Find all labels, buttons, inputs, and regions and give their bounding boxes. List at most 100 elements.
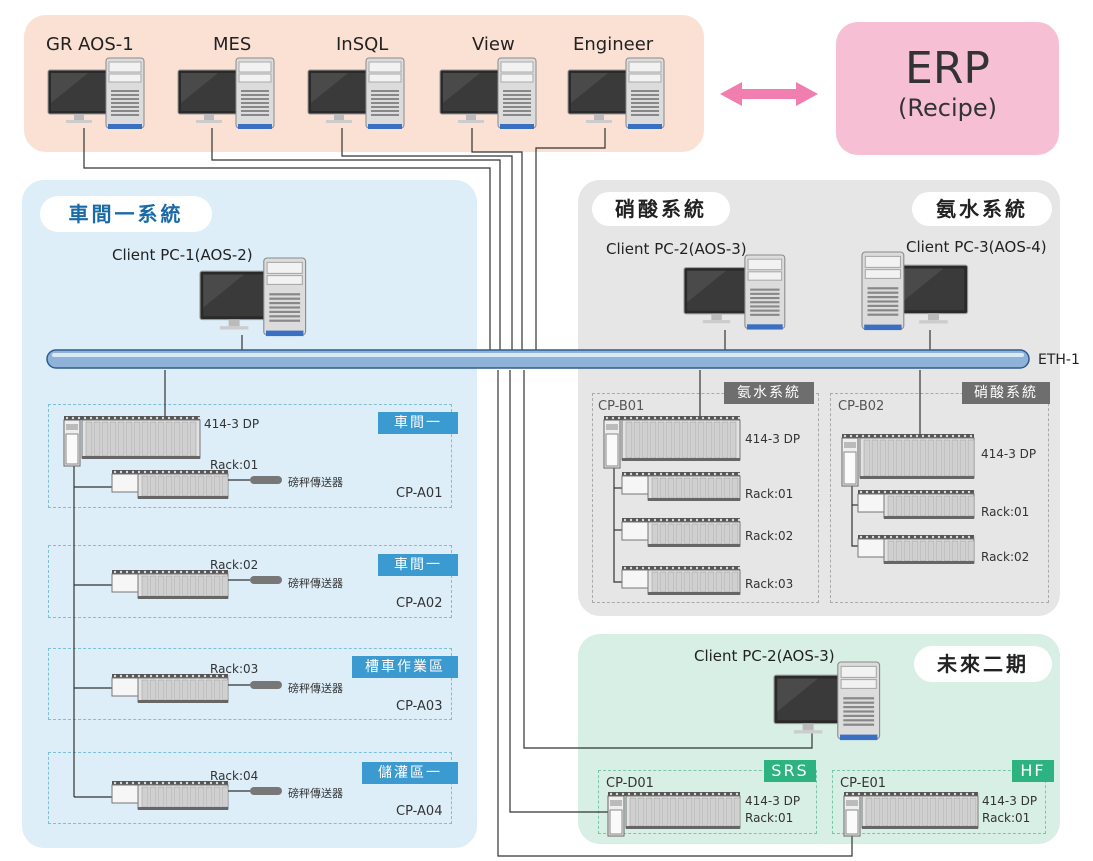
plc-rack-b01-2 xyxy=(621,518,741,547)
plc-rack-b02-1 xyxy=(857,490,977,519)
computer-label-mes: MES xyxy=(213,34,252,55)
plc-rack-b02-2 xyxy=(857,535,977,564)
wire-to-future-client xyxy=(523,370,813,749)
plc-rack-a01 xyxy=(111,470,231,499)
plc-cp-e01-main xyxy=(843,792,981,837)
computer-label-view: View xyxy=(472,34,515,55)
computer-label-engineer: Engineer xyxy=(573,34,654,55)
scale-transmitter-a04 xyxy=(250,787,282,795)
panel-cp-b01 xyxy=(592,393,819,603)
wire-gr-aos1 xyxy=(83,128,491,350)
future-client-label: Client PC-2(AOS-3) xyxy=(694,647,835,665)
rack-a02-label: Rack:02 xyxy=(210,558,259,572)
erp-subtitle: (Recipe) xyxy=(898,94,997,122)
rack-e01-label: Rack:01 xyxy=(982,811,1031,825)
rack-b01-3: Rack:03 xyxy=(745,577,794,591)
cp-d01-label: CP-D01 xyxy=(606,776,654,791)
computer-future-client xyxy=(773,661,881,741)
sensor-a03-label: 磅秤傳送器 xyxy=(288,682,343,695)
rack-d01-label: Rack:01 xyxy=(745,811,794,825)
computer-client-pc3 xyxy=(861,251,969,331)
cp-a04-label: CP-A04 xyxy=(396,804,443,819)
computer-insql xyxy=(307,57,405,129)
tag-a03: 槽車作業區 xyxy=(352,656,458,678)
dp-b01-label: 414-3 DP xyxy=(745,432,801,446)
cp-e01-label: CP-E01 xyxy=(840,776,887,791)
plc-cp-b02-main xyxy=(841,434,975,487)
tag-a04: 儲灌區一 xyxy=(362,762,458,784)
computer-label-gr-aos1: GR AOS-1 xyxy=(46,34,134,55)
rack-b01-1: Rack:01 xyxy=(745,487,794,501)
wire-view xyxy=(471,128,523,350)
wire-mes xyxy=(211,128,501,350)
plc-cp-a01-main xyxy=(63,416,201,467)
plc-rack-b01-3 xyxy=(621,566,741,595)
tag-a02: 車間一 xyxy=(378,554,458,576)
tag-b01: 氨水系統 xyxy=(724,382,814,404)
cp-a03-label: CP-A03 xyxy=(396,699,443,714)
plc-rack-a03 xyxy=(111,674,231,703)
panel-cp-a02 xyxy=(48,545,452,618)
computer-label-insql: InSQL xyxy=(336,34,389,55)
panel-cp-a03 xyxy=(48,648,452,720)
cp-b01-label: CP-B01 xyxy=(598,399,645,414)
plc-rack-a02 xyxy=(111,570,231,599)
panel-cp-e01 xyxy=(832,770,1046,834)
plc-rack-a04 xyxy=(111,781,231,810)
tag-d01: SRS xyxy=(764,760,816,782)
wire-to-cp-d01 xyxy=(509,370,613,813)
plc-cp-d01-main xyxy=(607,792,741,837)
eth-label: ETH-1 xyxy=(1038,352,1080,368)
wire-engineer xyxy=(535,128,606,350)
erp-title: ERP xyxy=(905,43,990,94)
erp-double-arrow xyxy=(720,82,818,106)
dp-d01-label: 414-3 DP xyxy=(745,794,801,808)
computer-client-pc2 xyxy=(683,254,786,330)
rack-b02-2: Rack:02 xyxy=(981,550,1030,564)
computer-mes xyxy=(177,57,275,129)
future-system-title: 未來二期 xyxy=(914,646,1052,682)
scale-transmitter-a03 xyxy=(250,681,282,689)
panel-cp-b02 xyxy=(830,393,1049,603)
tag-a01: 車間一 xyxy=(378,412,458,434)
plc-cp-b01-main xyxy=(603,416,741,469)
dp-e01-label: 414-3 DP xyxy=(982,794,1038,808)
computer-engineer xyxy=(567,57,665,129)
computer-view xyxy=(439,57,537,129)
rack-a04-label: Rack:04 xyxy=(210,769,259,783)
panel-cp-d01 xyxy=(598,770,817,834)
erp-zone xyxy=(836,22,1059,155)
scale-transmitter-a02 xyxy=(250,576,282,584)
cp-b02-label: CP-B02 xyxy=(838,399,885,414)
sensor-a01-label: 磅秤傳送器 xyxy=(288,476,343,489)
left-system-title: 車間一系統 xyxy=(40,196,212,232)
plc-rack-b01-1 xyxy=(621,472,741,501)
eth-bus-highlight xyxy=(52,353,1024,357)
rack-b01-2: Rack:02 xyxy=(745,529,794,543)
sensor-a04-label: 磅秤傳送器 xyxy=(288,787,343,800)
ammonia-system-title: 氨水系統 xyxy=(912,192,1052,226)
wire-insql xyxy=(341,128,513,350)
nitric-system-title: 硝酸系統 xyxy=(592,192,730,226)
rack-b02-1: Rack:01 xyxy=(981,505,1030,519)
client-pc2-label: Client PC-2(AOS-3) xyxy=(606,240,747,258)
scale-transmitter-a01 xyxy=(250,476,282,484)
rack-a01-label: Rack:01 xyxy=(210,458,259,472)
computer-gr-aos1 xyxy=(47,57,145,129)
wire-to-cp-e01 xyxy=(497,370,853,857)
dp-b02-label: 414-3 DP xyxy=(981,447,1037,461)
computer-client-pc1 xyxy=(199,257,307,337)
sensor-a02-label: 磅秤傳送器 xyxy=(288,577,343,590)
panel-cp-a01 xyxy=(48,404,452,508)
cp-a01-label: CP-A01 xyxy=(396,486,443,501)
cp-a02-label: CP-A02 xyxy=(396,596,443,611)
tag-b02: 硝酸系統 xyxy=(962,382,1050,404)
rack-a03-label: Rack:03 xyxy=(210,662,259,676)
eth-bus xyxy=(46,349,1030,369)
tag-e01: HF xyxy=(1012,760,1054,782)
client-pc3-label: Client PC-3(AOS-4) xyxy=(906,238,1047,256)
dp-a01-label: 414-3 DP xyxy=(204,417,260,431)
panel-cp-a04 xyxy=(48,752,452,824)
client-pc1-label: Client PC-1(AOS-2) xyxy=(112,246,253,264)
